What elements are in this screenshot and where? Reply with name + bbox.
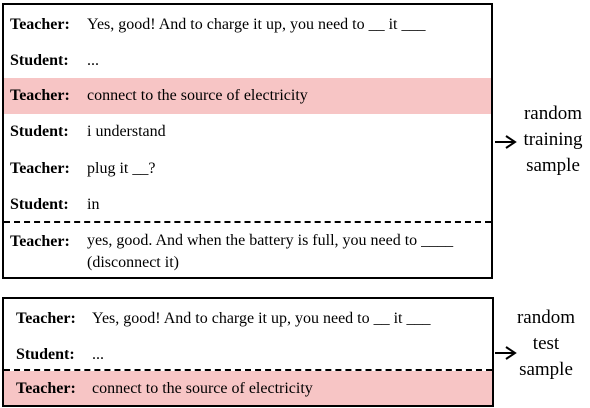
label-line: random [516,307,576,328]
dialogue-turn: Student: i understand [4,114,491,150]
dialogue-turn: Student: in [4,187,491,223]
speaker-label: Student: [10,123,69,140]
target-turn: Teacher: connect to the source of electr… [4,371,492,405]
right-arrow-icon [495,135,517,149]
speaker-label: Teacher: [10,87,70,104]
dialogue-turn: Teacher: yes, good. And when the battery… [4,225,491,277]
dashed-divider [4,221,491,223]
training-sample-label: random training sample [516,101,590,179]
utterance-text: in [87,196,100,213]
speaker-label: Student: [10,196,69,213]
dashed-divider [4,369,492,371]
speaker-label: Student: [16,346,75,363]
right-arrow-icon [495,346,517,360]
dialogue-turn: Teacher: plug it __? [4,151,491,187]
speaker-label: Teacher: [10,16,70,33]
speaker-label: Student: [10,52,69,69]
utterance-text: plug it __? [87,160,156,177]
utterance-text: connect to the source of electricity [87,87,308,104]
utterance-text: ... [92,346,104,363]
dialogue-turn: Teacher: Yes, good! And to charge it up,… [4,7,491,43]
dialogue-turn: Teacher: Yes, good! And to charge it up,… [4,301,492,337]
label-line: training [523,129,583,150]
utterance-text: i understand [87,123,166,140]
utterance-text: Yes, good! And to charge it up, you need… [92,310,431,327]
dialogue-turn: Student: ... [4,43,491,79]
label-line: test [532,333,560,354]
speaker-label: Teacher: [16,310,76,327]
label-line: sample [526,155,580,176]
utterance-text: Yes, good! And to charge it up, you need… [87,16,426,33]
utterance-text: yes, good. And when the battery is full,… [87,232,454,271]
test-dialogue-box: Teacher: Yes, good! And to charge it up,… [2,297,494,407]
utterance-text: ... [87,52,99,69]
training-dialogue-box: Teacher: Yes, good! And to charge it up,… [2,3,493,279]
dialogue-turn: Student: ... [4,337,492,373]
test-sample-label: random test sample [506,305,586,383]
utterance-text: connect to the source of electricity [92,380,313,397]
label-line: random [523,103,583,124]
speaker-label: Teacher: [10,160,70,177]
speaker-label: Teacher: [10,233,70,250]
label-line: sample [519,359,573,380]
target-turn: Teacher: connect to the source of electr… [4,78,491,114]
speaker-label: Teacher: [16,380,76,397]
